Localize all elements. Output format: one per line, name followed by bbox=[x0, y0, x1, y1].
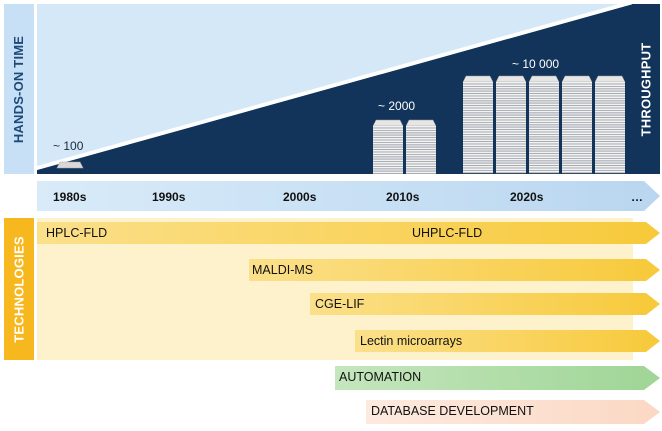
hplc-arrow bbox=[37, 222, 660, 244]
plate-stack bbox=[495, 75, 527, 174]
plate-stack bbox=[405, 119, 437, 174]
throughput-annotation-low: ~ 100 bbox=[53, 139, 84, 153]
throughput-annotation-mid: ~ 2000 bbox=[378, 99, 416, 113]
plate-stack bbox=[594, 75, 626, 174]
database-development-label: DATABASE DEVELOPMENT bbox=[371, 404, 534, 418]
technologies-label: TECHNOLOGIES bbox=[4, 218, 34, 360]
sample-stacks-2020s bbox=[462, 75, 626, 174]
era-2020s: 2020s bbox=[510, 190, 544, 204]
plate-stack bbox=[462, 75, 494, 174]
timeline-arrow bbox=[37, 181, 660, 211]
era-ellipsis: … bbox=[631, 190, 643, 204]
technology-uhplc-fld: UHPLC-FLD bbox=[412, 226, 483, 240]
technology-lectin-microarrays: Lectin microarrays bbox=[360, 334, 463, 348]
plate-stack bbox=[372, 119, 404, 174]
sample-stack-small bbox=[56, 161, 84, 169]
hands-on-time-label: HANDS-ON TIME bbox=[4, 4, 34, 174]
era-1980s: 1980s bbox=[53, 190, 87, 204]
era-2010s: 2010s bbox=[386, 190, 420, 204]
throughput-label: THROUGHPUT bbox=[632, 4, 660, 174]
throughput-annotation-high: ~ 10 000 bbox=[512, 57, 560, 71]
sample-stacks-2010s bbox=[372, 119, 437, 174]
technology-maldi-ms: MALDI-MS bbox=[252, 263, 314, 277]
automation-label: AUTOMATION bbox=[339, 370, 422, 384]
database-arrow bbox=[366, 400, 660, 424]
era-2000s: 2000s bbox=[283, 190, 317, 204]
era-1990s: 1990s bbox=[152, 190, 186, 204]
plate-stack bbox=[528, 75, 560, 174]
cge-arrow bbox=[310, 293, 660, 315]
technology-hplc-fld: HPLC-FLD bbox=[46, 226, 108, 240]
plate-stack bbox=[561, 75, 593, 174]
wedge-edge bbox=[37, 0, 633, 170]
automation-arrow bbox=[335, 366, 660, 390]
technology-cge-lif: CGE-LIF bbox=[315, 297, 365, 311]
maldi-arrow bbox=[249, 259, 660, 281]
lectin-arrow bbox=[355, 330, 660, 352]
